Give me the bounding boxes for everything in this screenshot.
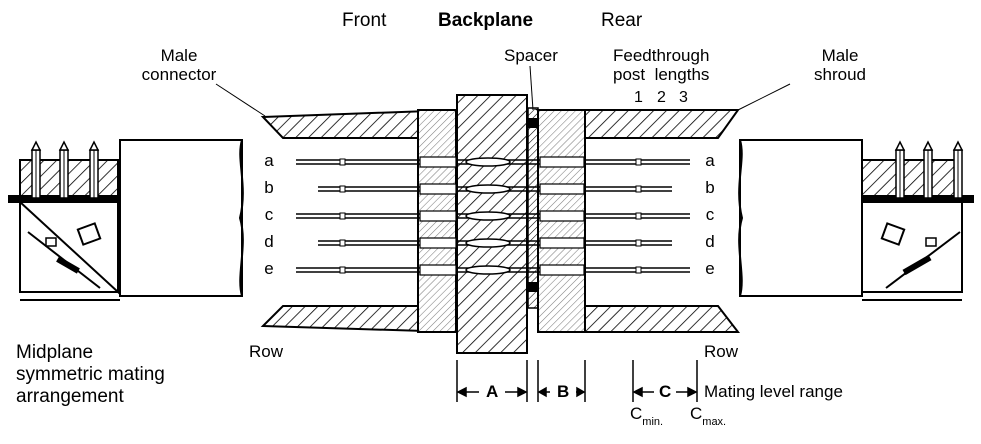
male-shroud-label: Male shroud bbox=[800, 46, 880, 84]
row-letter-left-b: b bbox=[264, 178, 274, 197]
row-letter-right-e: e bbox=[705, 259, 715, 278]
row-letter-right-d: d bbox=[705, 232, 715, 251]
length-number-2: 2 bbox=[657, 89, 666, 106]
dimension-a-label: A bbox=[486, 382, 499, 401]
backplane-board bbox=[456, 94, 528, 354]
right-post-2 bbox=[922, 140, 934, 199]
dimension-lines bbox=[456, 360, 698, 402]
feedthrough-line-2: post lengths bbox=[613, 65, 710, 84]
mating-level-label: Mating level range bbox=[704, 382, 843, 401]
c-max-base: C bbox=[690, 404, 703, 423]
feedthrough-pins bbox=[296, 156, 690, 276]
pin-row-a bbox=[296, 156, 690, 168]
male-connector-label: Male connector bbox=[126, 46, 232, 84]
row-letter-left-a: a bbox=[264, 151, 274, 170]
front-label: Front bbox=[342, 10, 387, 31]
caption-line-3: arrangement bbox=[16, 386, 124, 407]
row-letter-left-e: e bbox=[264, 259, 274, 278]
male-shroud-line-1: Male bbox=[821, 46, 859, 65]
row-label-right: Row bbox=[704, 342, 739, 361]
c-min-base: C bbox=[630, 404, 643, 423]
left-post-1 bbox=[30, 140, 42, 199]
male-connector-line-1: Male bbox=[160, 46, 198, 65]
row-letter-left-d: d bbox=[264, 232, 274, 251]
c-min-label: Cmin. bbox=[630, 404, 663, 432]
backplane-label: Backplane bbox=[438, 10, 534, 31]
feedthrough-line-1: Feedthrough bbox=[613, 46, 710, 65]
row-letter-right-a: a bbox=[705, 151, 715, 170]
pin-row-d bbox=[318, 237, 672, 249]
row-letter-right-c: c bbox=[705, 205, 715, 224]
c-max-label: Cmax. bbox=[690, 404, 726, 432]
left-connector-posts bbox=[30, 140, 100, 199]
male-shroud-line-2: shroud bbox=[814, 65, 866, 84]
row-letter-left-c: c bbox=[264, 205, 274, 224]
length-number-1: 1 bbox=[634, 89, 643, 106]
left-post-2 bbox=[58, 140, 70, 199]
feedthrough-label: Feedthrough post lengths bbox=[613, 46, 709, 84]
right-post-1 bbox=[894, 140, 906, 199]
caption-line-2: symmetric mating bbox=[16, 364, 165, 385]
row-letter-right-b: b bbox=[705, 178, 715, 197]
caption-line-1: Midplane bbox=[16, 342, 94, 363]
caption: Midplane symmetric mating arrangement bbox=[16, 342, 165, 408]
leader-lines bbox=[215, 65, 791, 117]
dimension-c-label: C bbox=[659, 382, 672, 401]
pin-row-e bbox=[296, 264, 690, 276]
right-connector-posts bbox=[894, 140, 964, 199]
male-connector-line-2: connector bbox=[141, 65, 217, 84]
pin-row-b bbox=[318, 183, 672, 195]
length-number-3: 3 bbox=[679, 89, 688, 106]
c-min-sub: min. bbox=[642, 416, 664, 428]
right-post-3 bbox=[952, 140, 964, 199]
left-post-3 bbox=[88, 140, 100, 199]
right-mating-connector bbox=[738, 139, 974, 301]
rear-label: Rear bbox=[601, 10, 643, 31]
spacer-strip bbox=[527, 107, 539, 309]
left-mating-connector bbox=[8, 139, 244, 301]
pin-row-c bbox=[296, 210, 690, 222]
spacer-label: Spacer bbox=[504, 46, 558, 65]
c-max-sub: max. bbox=[702, 416, 727, 428]
dimension-b-label: B bbox=[557, 382, 570, 401]
row-label-left: Row bbox=[249, 342, 284, 361]
